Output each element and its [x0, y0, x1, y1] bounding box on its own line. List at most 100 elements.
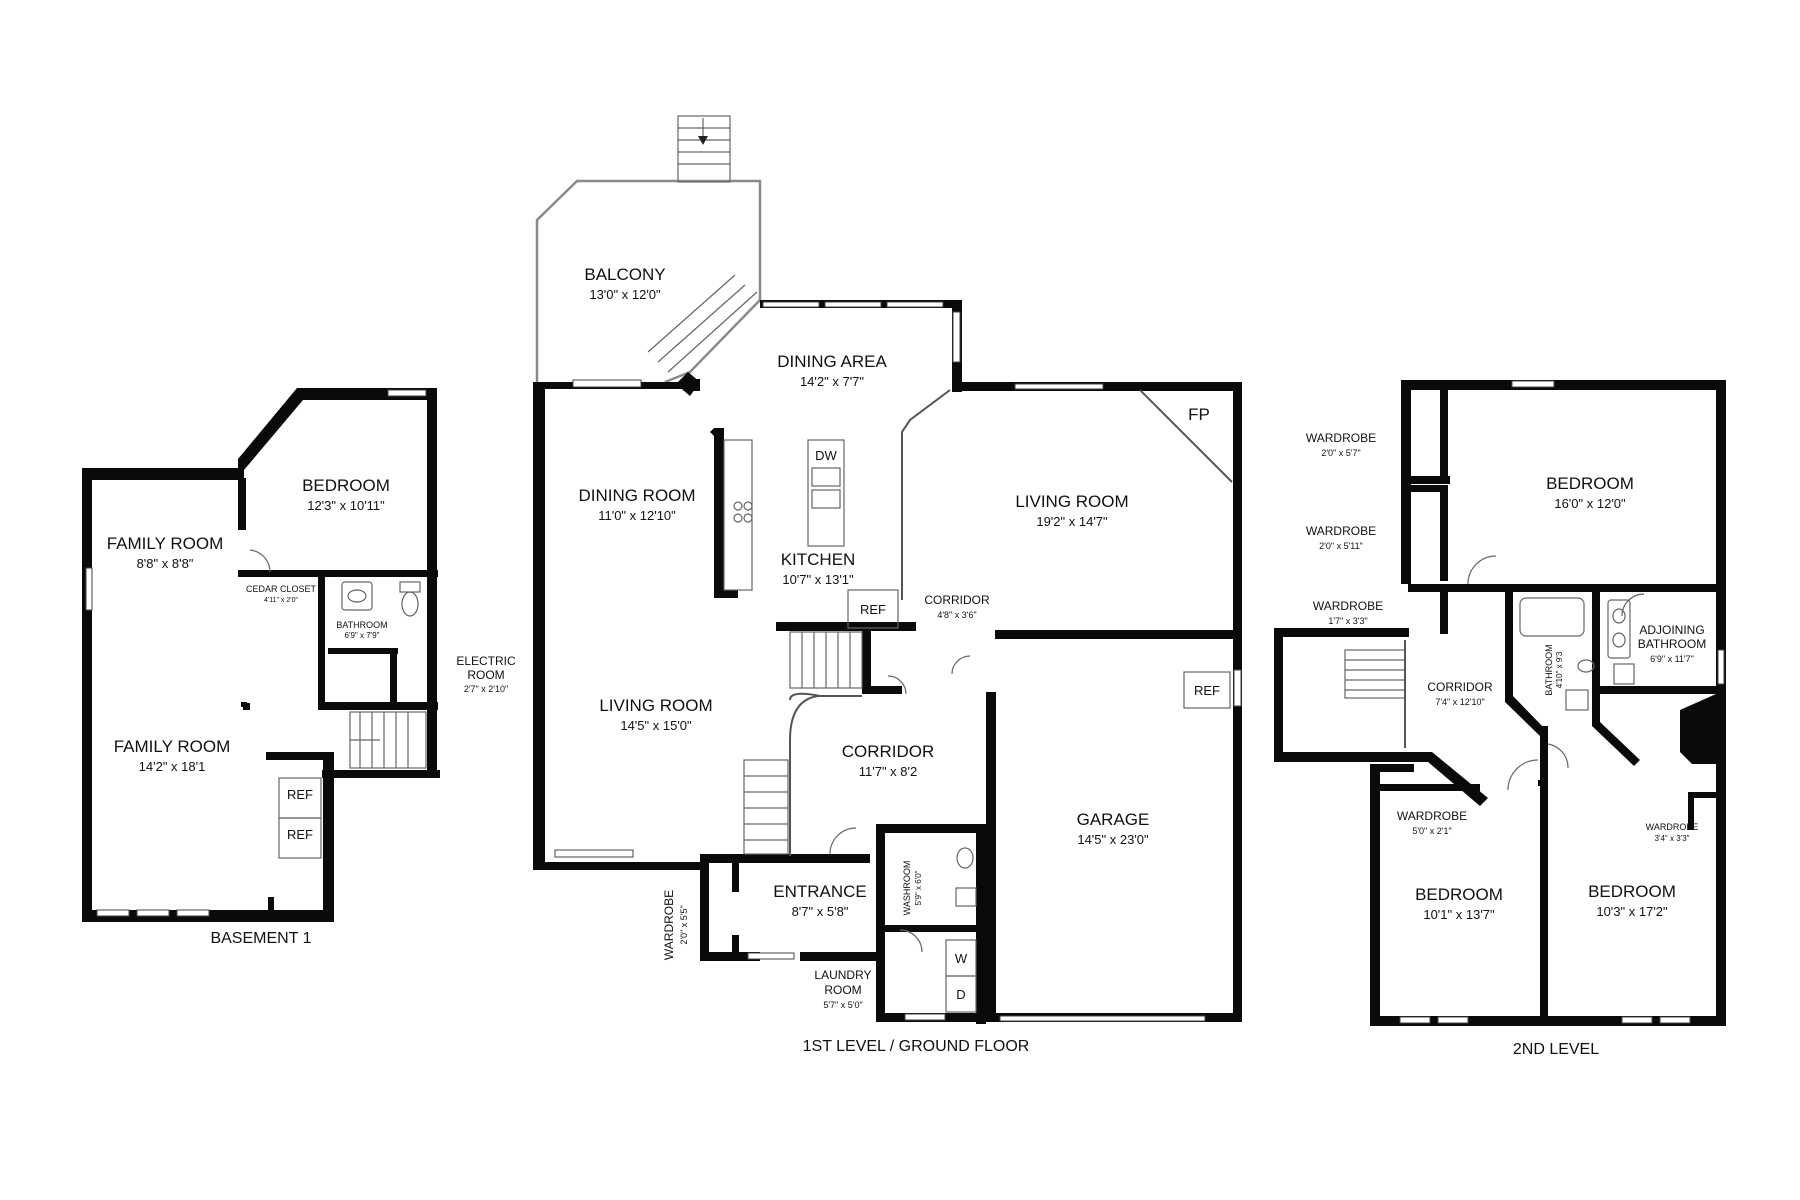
dryer-box — [945, 975, 977, 1013]
stove-burner — [733, 513, 743, 523]
corridor-small-dims: 4'8" x 3'6" — [937, 610, 976, 620]
kitchen-divider — [901, 389, 951, 600]
balcony-outline — [535, 179, 762, 384]
kitchen-sink — [811, 489, 841, 509]
garage-name: GARAGE — [1077, 810, 1150, 829]
basement-stub — [268, 897, 274, 911]
washer-label: W — [955, 951, 968, 966]
basement-window-3 — [176, 909, 210, 917]
basement-bath-fixtures — [341, 581, 421, 617]
wardrobe5-dims: 3'4" x 3'3" — [1655, 834, 1690, 843]
garage-door — [999, 1015, 1206, 1022]
kitchen-sink — [811, 467, 841, 487]
corridor-dims: 11'7" x 8'2 — [859, 764, 918, 779]
stove-burner — [733, 501, 743, 511]
basement-electric-wall — [390, 652, 397, 708]
wardrobe1-wall — [1440, 390, 1448, 482]
dining-area-name: DINING AREA — [777, 352, 887, 371]
wardrobe3-name: WARDROBE — [1313, 599, 1383, 613]
second-stair-top-wall — [1274, 628, 1409, 637]
second-window-4 — [1659, 1016, 1691, 1024]
entrance-left-wall — [700, 856, 709, 960]
laundry-window — [904, 1013, 946, 1021]
stove-burner — [743, 501, 753, 511]
balcony-dims: 13'0" x 12'0" — [589, 287, 661, 302]
corridor-small-name: CORRIDOR — [924, 593, 990, 607]
garage-top-wall — [995, 630, 1242, 639]
basement-family-room-small-name: FAMILY ROOM — [107, 534, 224, 553]
second-bath-window — [1717, 649, 1725, 685]
second-stair-left-wall — [1274, 628, 1283, 760]
basement-bedroom-door — [249, 549, 271, 573]
kitchen-name: KITCHEN — [781, 550, 856, 569]
wardrobe3-dims: 1'7" x 3'3" — [1328, 616, 1367, 626]
basement-electric-room-line2: ROOM — [467, 668, 504, 682]
basement-cedar-closet-dims: 4'11" x 2'0" — [264, 597, 298, 604]
washroom-dims: 5'9" x 6'0" — [914, 870, 923, 905]
basement-title: BASEMENT 1 — [210, 930, 311, 947]
kitchen-dims: 10'7" x 13'1" — [782, 572, 854, 587]
ground-wardrobe-dims: 2'0" x 5'5" — [679, 905, 689, 944]
dining-room-dims: 11'0" x 12'10" — [598, 508, 676, 523]
wardrobe4-name: WARDROBE — [1397, 809, 1467, 823]
wardrobe2-top-wall — [1410, 485, 1446, 492]
garage-left-wall — [986, 692, 996, 1022]
second-bedroom-main-name: BEDROOM — [1546, 474, 1634, 493]
basement-bedroom-name: BEDROOM — [302, 476, 390, 495]
dining-room-name: DINING ROOM — [578, 486, 695, 505]
second-bath-fixtures — [1519, 597, 1635, 711]
adjoining-bath-door — [1621, 593, 1645, 617]
wardrobe3-wall — [1440, 584, 1448, 634]
ground-level: DW REF REF W D — [249, 115, 1242, 1055]
basement-bedroom-bottom-wall — [238, 570, 438, 577]
wardrobe4-dims: 5'0" x 2'1" — [1412, 826, 1451, 836]
dining-area-window-3 — [886, 301, 944, 308]
second-bedroom3-name: BEDROOM — [1588, 882, 1676, 901]
kitchen-ref-box — [847, 589, 899, 629]
living-room-name: LIVING ROOM — [1015, 492, 1128, 511]
second-closet-bottom-wall — [1408, 584, 1568, 592]
stair-landing-wall — [776, 622, 916, 631]
second-bedroom-divider — [1540, 726, 1548, 1022]
ground-stairs — [743, 631, 863, 856]
basement-stair-bottom-wall — [322, 770, 440, 778]
corridor-name: CORRIDOR — [842, 742, 935, 761]
living-room-window — [1014, 383, 1104, 390]
laundry-room-line2: ROOM — [824, 983, 861, 997]
garage-ref-box — [1183, 671, 1231, 709]
ground-title: 1ST LEVEL / GROUND FLOOR — [803, 1038, 1030, 1055]
second-title: 2ND LEVEL — [1513, 1041, 1599, 1058]
entrance-bottom-wall-left — [700, 952, 760, 961]
second-stair-bottom-wall — [1274, 752, 1488, 806]
basement-bathroom-dims: 6'9" x 7'9" — [345, 631, 380, 640]
second-bedroom2-door — [1507, 759, 1539, 791]
wardrobe2-name: WARDROBE — [1306, 524, 1376, 538]
wardrobe1-bottom-wall — [1410, 476, 1450, 484]
second-window-2 — [1437, 1016, 1469, 1024]
second-outer-walls — [1370, 380, 1726, 1026]
dining-room-window — [572, 379, 642, 388]
second-bedroom-main-dims: 16'0" x 12'0" — [1554, 496, 1626, 511]
wardrobe2-dims: 2'0" x 5'11" — [1319, 541, 1363, 551]
washroom-left-wall — [876, 824, 885, 1020]
wardrobe2-wall — [1440, 485, 1448, 581]
basement-family-room-dims: 14'2" x 18'1 — [139, 759, 206, 774]
second-wardrobe-small-side — [1688, 792, 1694, 830]
entrance-door-window — [747, 952, 795, 960]
second-window-3 — [1621, 1016, 1653, 1024]
washroom-toilet — [955, 887, 977, 907]
basement-electric-room-line1: ELECTRIC — [456, 654, 516, 668]
washroom-bottom-wall — [876, 925, 986, 932]
basement-window-left — [85, 567, 93, 611]
basement-bedroom-wall — [238, 478, 246, 530]
wardrobe1-dims: 2'0" x 5'7" — [1321, 448, 1360, 458]
washroom-sink — [956, 847, 974, 869]
basement-family-room-name: FAMILY ROOM — [114, 737, 231, 756]
basement-bathroom-name: BATHROOM — [336, 620, 387, 630]
basement-bedroom-dims: 12'3" x 10'11" — [307, 498, 385, 513]
second-wardrobe-small-wall — [1692, 792, 1720, 798]
second-bath-corner — [1680, 694, 1716, 764]
second-bedroom2-dims: 10'1" x 13'7" — [1423, 907, 1495, 922]
basement-walls — [82, 388, 437, 922]
ground-wardrobe-name: WARDROBE — [662, 890, 676, 960]
